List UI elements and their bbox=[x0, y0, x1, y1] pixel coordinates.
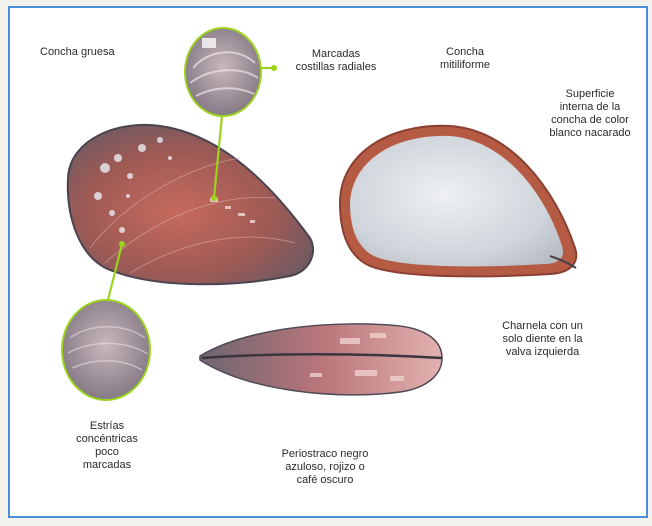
shell-interior bbox=[340, 126, 576, 277]
label-concentric-striae: Estrías concéntricas poco marcadas bbox=[62, 420, 152, 472]
shell-hinge-view bbox=[200, 324, 442, 395]
label-mytiliform: Concha mitiliforme bbox=[420, 46, 510, 72]
label-inner-surface: Superficie interna de la concha de color… bbox=[540, 88, 640, 140]
label-radial-ribs: Marcadas costillas radiales bbox=[276, 48, 396, 74]
label-hinge: Charnela con un solo diente en la valva … bbox=[480, 320, 605, 359]
shell-figure: Concha gruesa Marcadas costillas radiale… bbox=[8, 6, 648, 518]
zoom-concentric-striae bbox=[62, 300, 150, 400]
label-periostracum: Periostraco negro azuloso, rojizo o café… bbox=[260, 448, 390, 487]
zoom-radial-ribs bbox=[185, 28, 261, 116]
shell-exterior bbox=[68, 125, 313, 284]
label-shell-thick: Concha gruesa bbox=[40, 46, 115, 59]
